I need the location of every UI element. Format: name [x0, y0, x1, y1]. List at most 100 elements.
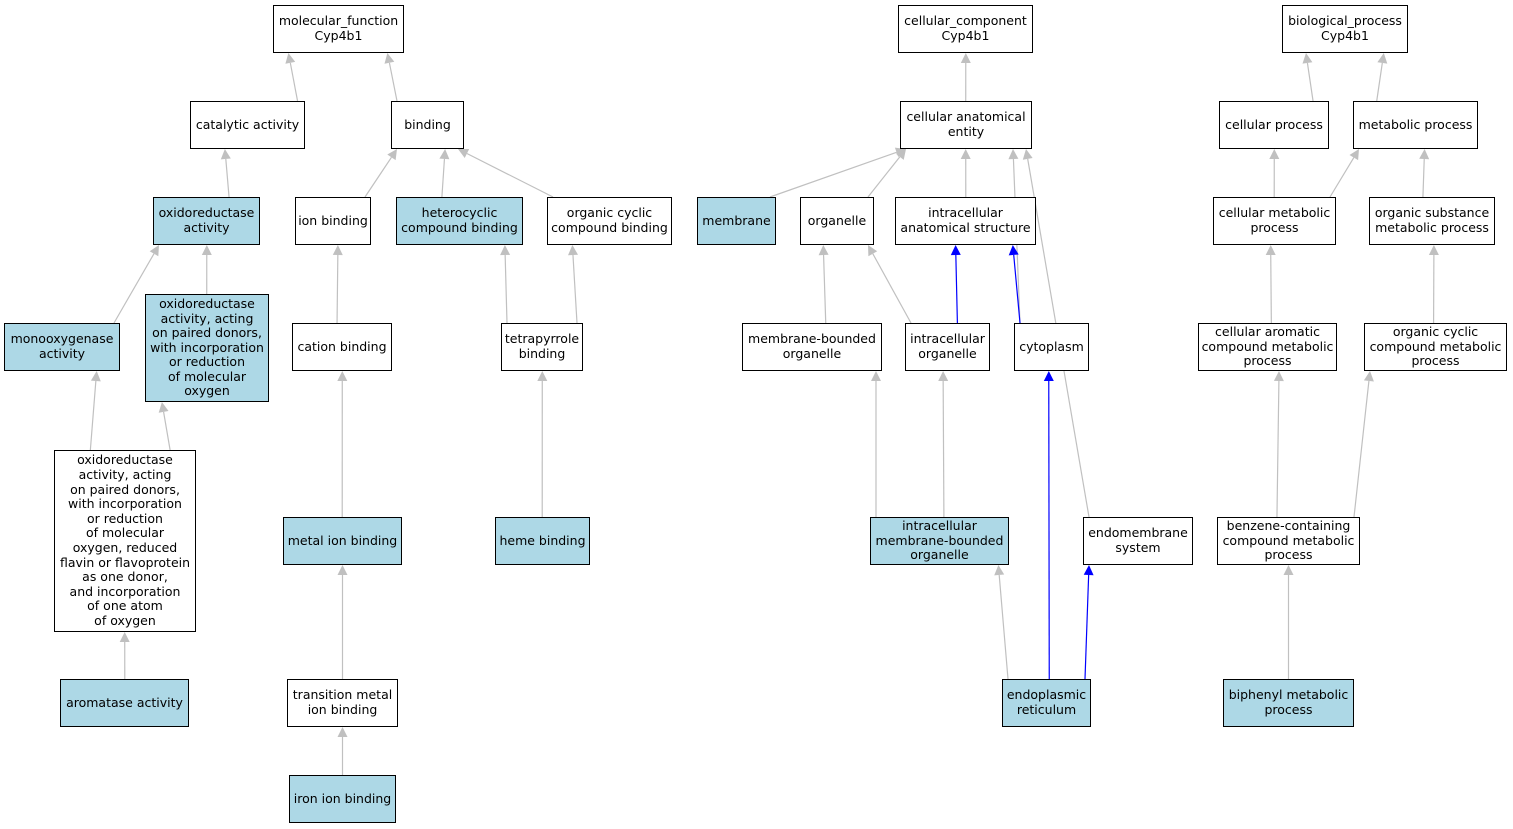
- edge-cation-binding-to-ion-binding: [336, 254, 339, 324]
- edge-arrowhead: [384, 53, 395, 64]
- node-label: intracellular anatomical structure: [900, 205, 1031, 235]
- edge-er-to-endomembrane: [1084, 574, 1090, 680]
- node-intra-org[interactable]: intracellular organelle: [905, 323, 990, 371]
- node-label: monooxygenase activity: [10, 331, 114, 361]
- node-membrane[interactable]: membrane: [697, 197, 776, 245]
- edge-arrowhead: [500, 245, 511, 256]
- node-label: cellular_component Cyp4b1: [904, 13, 1027, 43]
- node-catalytic[interactable]: catalytic activity: [190, 101, 305, 149]
- node-label: heme binding: [499, 532, 586, 548]
- edge-org-cyclic-binding-to-binding: [466, 152, 554, 198]
- node-label: cation binding: [297, 338, 387, 354]
- node-endomembrane[interactable]: endomembrane system: [1083, 517, 1193, 565]
- node-heterocyclic[interactable]: heterocyclic compound binding: [396, 197, 523, 245]
- node-iron-ion[interactable]: iron ion binding: [289, 775, 396, 823]
- node-label: cellular anatomical entity: [906, 109, 1026, 139]
- edge-arrowhead: [1302, 53, 1313, 64]
- edge-intra-org-to-organelle: [872, 253, 912, 324]
- edge-membrane-to-cae: [769, 151, 897, 198]
- node-metal-ion[interactable]: metal ion binding: [283, 517, 402, 565]
- node-benzene[interactable]: benzene-containing compound metabolic pr…: [1217, 517, 1360, 565]
- edge-binding-to-mf-root: [388, 62, 398, 102]
- edge-monooxygenase-to-oxidoreductase: [113, 253, 155, 324]
- node-binding[interactable]: binding: [391, 101, 464, 149]
- edge-organelle-to-cae: [867, 156, 901, 198]
- edge-arrowhead: [1269, 149, 1280, 159]
- node-org-cyclic-binding[interactable]: organic cyclic compound binding: [547, 197, 672, 245]
- node-label: organic cyclic compound binding: [551, 205, 668, 235]
- node-tetrapyrrole[interactable]: tetrapyrrole binding: [501, 323, 583, 371]
- node-monooxygenase[interactable]: monooxygenase activity: [4, 323, 120, 371]
- edge-arrowhead: [1083, 565, 1094, 576]
- node-label: benzene-containing compound metabolic pr…: [1222, 518, 1355, 563]
- node-label: organelle: [807, 212, 867, 228]
- edge-arrowhead: [337, 371, 348, 381]
- edge-er-to-imbo: [998, 574, 1009, 680]
- node-label: biphenyl metabolic process: [1228, 687, 1349, 717]
- edge-arrowhead: [1043, 371, 1054, 381]
- node-cation-binding[interactable]: cation binding: [292, 323, 392, 371]
- edge-benzene-to-cell-arom: [1276, 380, 1280, 518]
- node-oxred-flavin[interactable]: oxidoreductase activity, acting on paire…: [54, 450, 196, 632]
- node-label: biological_process Cyp4b1: [1288, 13, 1402, 43]
- edge-cell-metab-to-metabolic-process: [1329, 157, 1355, 198]
- node-transition-metal[interactable]: transition metal ion binding: [287, 679, 398, 727]
- node-cell-metab[interactable]: cellular metabolic process: [1213, 197, 1336, 245]
- edge-arrowhead: [871, 371, 881, 381]
- node-org-subst-metab[interactable]: organic substance metabolic process: [1369, 197, 1495, 245]
- edge-arrowhead: [960, 53, 971, 63]
- node-label: cellular process: [1225, 116, 1323, 132]
- edge-arrowhead: [201, 245, 212, 255]
- edge-arrowhead: [960, 149, 971, 159]
- node-cell-arom[interactable]: cellular aromatic compound metabolic pro…: [1198, 323, 1337, 371]
- edge-arrowhead: [537, 371, 548, 381]
- edge-benzene-to-org-cyclic-metab: [1353, 380, 1370, 518]
- node-biphenyl[interactable]: biphenyl metabolic process: [1223, 679, 1354, 727]
- node-organelle[interactable]: organelle: [800, 197, 874, 245]
- edge-metabolic-process-to-bp-root: [1376, 62, 1383, 102]
- node-er[interactable]: endoplasmic reticulum: [1002, 679, 1091, 727]
- edge-mbo-to-organelle: [822, 254, 827, 324]
- edge-tetrapyrrole-to-heterocyclic: [504, 254, 508, 324]
- node-label: binding: [404, 116, 451, 132]
- node-metabolic-process[interactable]: metabolic process: [1353, 101, 1478, 149]
- node-label: transition metal ion binding: [292, 687, 393, 717]
- edge-arrowhead: [90, 371, 101, 382]
- node-cytoplasm[interactable]: cytoplasm: [1014, 323, 1089, 371]
- node-label: molecular_function Cyp4b1: [278, 13, 399, 43]
- node-mf-root[interactable]: molecular_function Cyp4b1: [273, 5, 404, 53]
- edge-arrowhead: [439, 149, 450, 160]
- node-org-cyclic-metab[interactable]: organic cyclic compound metabolic proces…: [1364, 323, 1507, 371]
- edge-arrowhead: [1022, 149, 1033, 160]
- node-label: iron ion binding: [293, 790, 392, 806]
- node-bp-root[interactable]: biological_process Cyp4b1: [1282, 5, 1408, 53]
- node-oxred-paired[interactable]: oxidoreductase activity, acting on paire…: [145, 294, 269, 402]
- node-imbo[interactable]: intracellular membrane-bounded organelle: [870, 517, 1009, 565]
- edge-tetrapyrrole-to-org-cyclic-binding: [572, 254, 578, 324]
- edge-arrowhead: [458, 149, 470, 158]
- edge-catalytic-to-mf-root: [289, 62, 299, 102]
- edge-arrowhead: [387, 149, 397, 161]
- edge-cytoplasm-to-ias: [1013, 254, 1021, 324]
- node-cellular-process[interactable]: cellular process: [1219, 101, 1329, 149]
- node-label: oxidoreductase activity, acting on paire…: [150, 295, 264, 399]
- node-label: oxidoreductase activity, acting on paire…: [59, 452, 191, 628]
- edge-arrowhead: [337, 565, 348, 575]
- node-aromatase[interactable]: aromatase activity: [60, 679, 189, 727]
- node-oxidoreductase[interactable]: oxidoreductase activity: [153, 197, 260, 245]
- node-mbo[interactable]: membrane-bounded organelle: [742, 323, 882, 371]
- edge-arrowhead: [1273, 371, 1284, 382]
- node-ion-binding[interactable]: ion binding: [295, 197, 371, 245]
- edge-cellular-process-to-bp-root: [1306, 62, 1314, 102]
- node-label: oxidoreductase activity: [158, 205, 255, 235]
- edge-arrowhead: [158, 402, 169, 413]
- node-label: metal ion binding: [287, 532, 398, 548]
- node-label: heterocyclic compound binding: [401, 205, 518, 235]
- node-cc-root[interactable]: cellular_component Cyp4b1: [898, 5, 1033, 53]
- node-ias[interactable]: intracellular anatomical structure: [895, 197, 1036, 245]
- node-heme[interactable]: heme binding: [495, 517, 590, 565]
- node-cae[interactable]: cellular anatomical entity: [900, 101, 1032, 149]
- edge-arrowhead: [1419, 149, 1430, 160]
- edge-arrowhead: [1428, 245, 1439, 255]
